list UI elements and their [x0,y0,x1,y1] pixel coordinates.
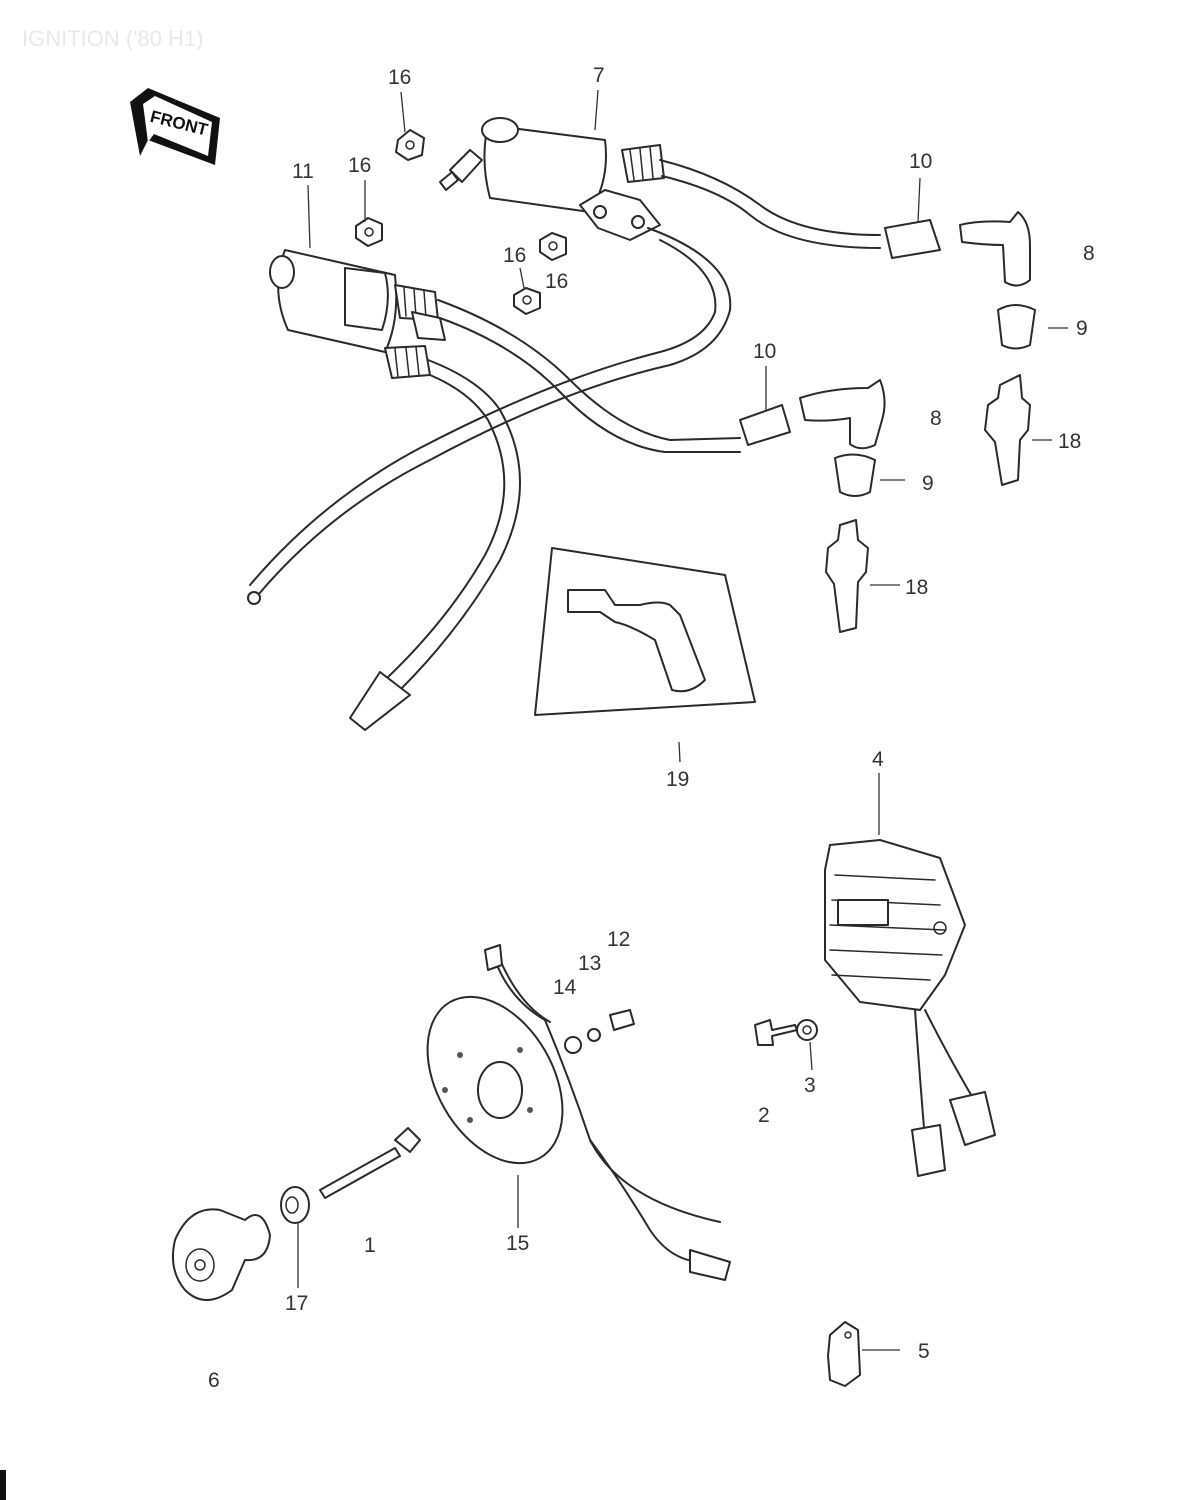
callout-1: 1 [364,1234,376,1257]
plug-cap-detail-box [534,547,756,716]
callout-9: 9 [1076,317,1088,340]
callout-labels: 7 16 16 11 16 16 10 8 9 10 8 18 9 18 19 … [208,64,1095,1392]
callout-14: 14 [553,976,577,999]
bolt-washer-2-3 [754,1019,818,1046]
callout-13: 13 [578,952,601,975]
callout-16: 16 [348,154,371,177]
callout-4: 4 [872,748,884,771]
nut-16 [355,129,567,315]
callout-16: 16 [388,66,411,89]
callout-18: 18 [905,576,928,599]
cdi-unit [824,839,996,1177]
callout-19: 19 [666,768,689,791]
callout-11: 11 [292,160,314,183]
callout-8: 8 [930,407,942,430]
long-bolt [319,1127,421,1199]
front-arrow-icon: FRONT [130,88,220,165]
leader-lines [297,89,1068,1351]
diagram-title: IGNITION ('80 H1) [22,26,203,51]
scan-edge-mark [0,1470,6,1500]
callout-10: 10 [753,340,776,363]
plug-cap-assembly-upper [884,211,1036,486]
callout-12: 12 [607,928,630,951]
callout-16: 16 [545,270,568,293]
plug-cap-assembly-lower [739,379,886,633]
ignition-coil-upper [439,117,665,241]
timing-rotor [172,1208,271,1301]
callout-10: 10 [909,150,932,173]
callout-17: 17 [285,1292,308,1315]
callout-6: 6 [208,1369,220,1392]
callout-18: 18 [1058,430,1081,453]
callout-16: 16 [503,244,526,267]
callout-5: 5 [918,1340,930,1363]
pickup-plate [426,944,731,1281]
ignition-coil-lower [269,249,446,379]
callout-3: 3 [804,1074,816,1097]
clamp [827,1321,861,1387]
spacer [280,1186,310,1224]
callout-8: 8 [1083,242,1095,265]
callout-9: 9 [922,472,934,495]
callout-15: 15 [506,1232,529,1255]
callout-7: 7 [593,64,605,87]
screws-12-13-14 [564,1009,635,1054]
callout-2: 2 [758,1104,770,1127]
